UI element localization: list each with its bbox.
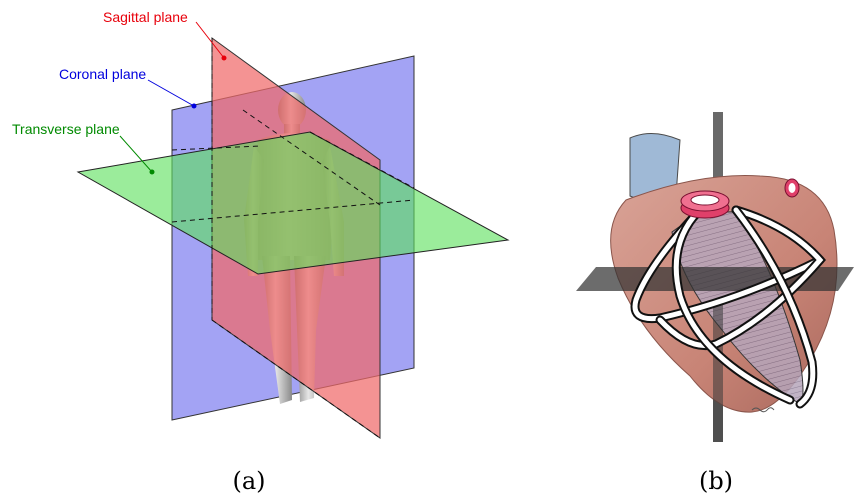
panel-a-anatomical-planes: Sagittal plane Coronal plane Transverse … <box>12 9 510 495</box>
panel-a-caption: (a) <box>232 467 265 495</box>
coronal-leader-line <box>147 79 195 107</box>
panel-b-caption: (b) <box>699 467 733 495</box>
panel-b-heart-planes: (b) <box>576 112 854 495</box>
sagittal-plane-label: Sagittal plane <box>103 9 188 25</box>
transverse-plane <box>76 131 510 275</box>
transverse-leader-dot <box>149 169 155 175</box>
hidden-edges <box>171 38 415 439</box>
coronal-leader-dot <box>191 103 197 109</box>
valve-ring <box>680 190 730 219</box>
vessel-opening <box>784 178 800 198</box>
transverse-leader-line <box>119 135 153 173</box>
transverse-plane-label: Transverse plane <box>12 121 120 137</box>
coronal-plane-label: Coronal plane <box>59 66 146 82</box>
sagittal-leader-dot <box>221 55 227 61</box>
ring-bands <box>630 201 826 409</box>
artist-signature <box>751 407 775 413</box>
sagittal-leader-line <box>195 21 225 59</box>
vertical-plane-front <box>713 300 723 442</box>
